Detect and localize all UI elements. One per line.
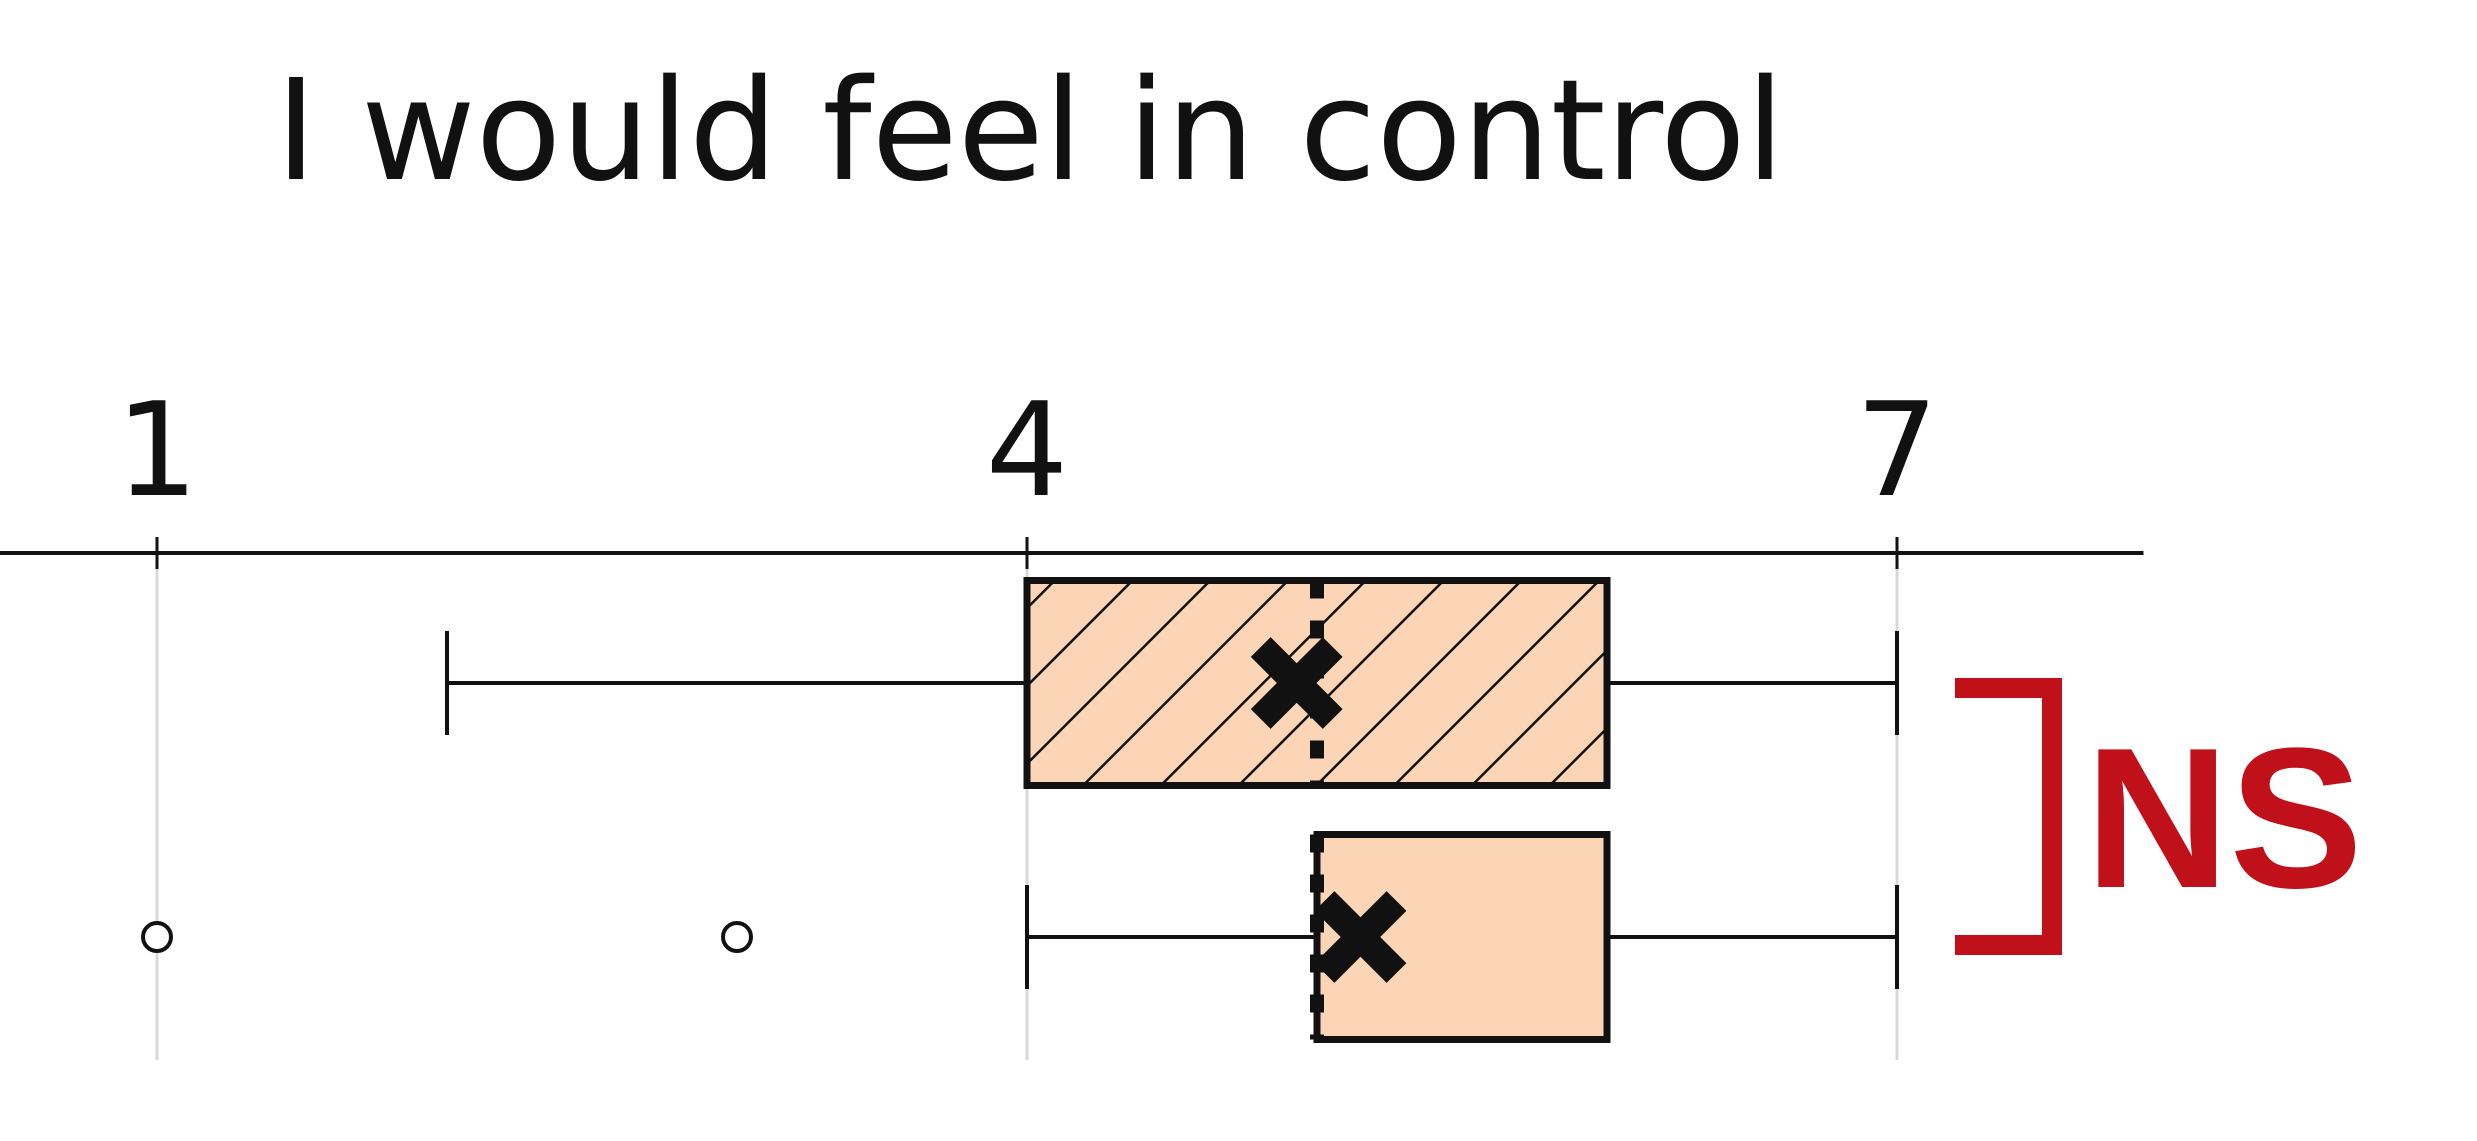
box-group — [445, 577, 1899, 789]
outlier-point — [141, 921, 173, 953]
box-group — [141, 831, 1899, 1043]
chart-title: I would feel in control — [275, 50, 1785, 213]
x-tick-label: 7 — [1856, 374, 1939, 526]
x-tick-label: 4 — [986, 374, 1069, 526]
significance-bracket — [1955, 678, 2062, 955]
significance-label: NS — [2085, 707, 2363, 930]
outlier-point — [721, 921, 753, 953]
mean-marker — [1250, 637, 1343, 729]
mean-marker — [1314, 891, 1407, 983]
x-tick-label: 1 — [116, 374, 199, 526]
